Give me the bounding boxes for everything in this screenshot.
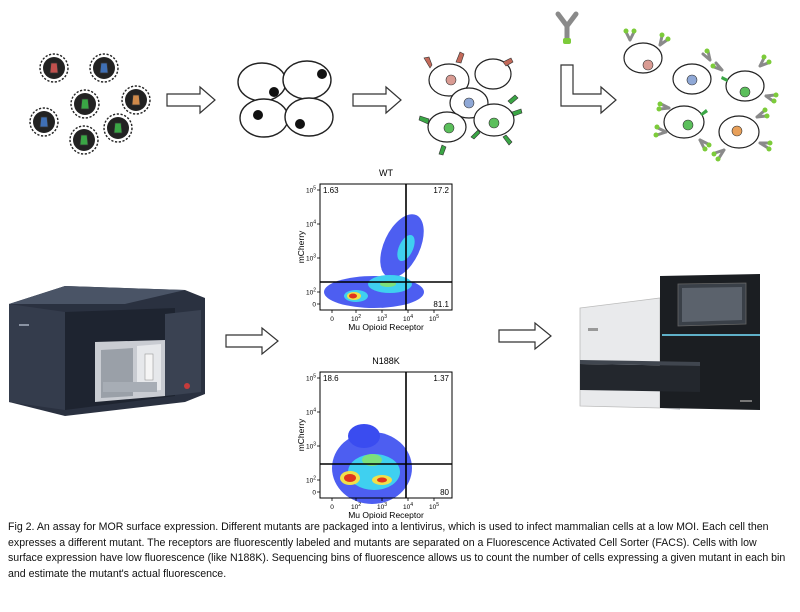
- y-tick-label: 102: [306, 476, 316, 485]
- lentivirus-icon: [39, 53, 69, 83]
- plot-title: WT: [379, 168, 393, 178]
- lentivirus-icon: [29, 107, 59, 137]
- x-tick-label: 103: [377, 314, 387, 323]
- density-plot: [320, 184, 452, 310]
- x-tick-label: 104: [403, 502, 413, 511]
- y-axis-label: mCherry: [296, 230, 306, 263]
- y-tick-label: 103: [306, 254, 316, 263]
- antibody-icon: [555, 11, 579, 44]
- quadrant-bottom-right: 81.1: [433, 300, 449, 309]
- y-tick-label: 105: [306, 186, 316, 195]
- x-tick-label: 0: [330, 504, 334, 511]
- x-tick-label: 0: [330, 316, 334, 323]
- lentivirus-icon: [70, 89, 100, 119]
- y-tick-label: 104: [306, 220, 316, 229]
- quadrant-top-left: 1.63: [323, 186, 339, 195]
- expressing-cells: [418, 51, 523, 156]
- y-tick-label: 104: [306, 408, 316, 417]
- y-tick-label: 0: [312, 302, 316, 309]
- x-axis-label: Mu Opioid Receptor: [348, 510, 424, 520]
- plot-frame: [319, 371, 453, 499]
- x-axis-label: Mu Opioid Receptor: [348, 322, 424, 332]
- facs-plot: WT 1.63 17.2 81.1 105 104 103 102 0 0 102 103 104 105…: [296, 168, 453, 332]
- x-tick-label: 104: [403, 314, 413, 323]
- x-tick-label: 102: [351, 502, 361, 511]
- y-tick-label: 0: [312, 490, 316, 497]
- plot-title: N188K: [372, 356, 400, 366]
- plot-frame: [319, 183, 453, 311]
- y-tick-label: 105: [306, 374, 316, 383]
- facs-machine-icon: [9, 286, 205, 416]
- sequencer-icon: [579, 274, 760, 410]
- x-tick-label: 105: [429, 314, 439, 323]
- y-tick-label: 103: [306, 442, 316, 451]
- y-tick-label: 102: [306, 288, 316, 297]
- density-plot: [320, 372, 452, 504]
- quadrant-top-right: 1.37: [433, 374, 449, 383]
- x-tick-label: 103: [377, 502, 387, 511]
- quadrant-top-left: 18.6: [323, 374, 339, 383]
- lentivirus-icon: [121, 85, 151, 115]
- arrow-icon: [166, 85, 216, 115]
- x-tick-label: 102: [351, 314, 361, 323]
- arrow-icon: [560, 64, 617, 115]
- figure-caption: Fig 2. An assay for MOR surface expressi…: [8, 520, 792, 582]
- quadrant-bottom-right: 80: [440, 488, 449, 497]
- arrow-icon: [352, 85, 402, 115]
- caption-text: Fig 2. An assay for MOR surface expressi…: [8, 521, 786, 580]
- arrow-icon: [225, 326, 279, 356]
- cell-group: [237, 60, 334, 138]
- labeled-cells: [623, 28, 779, 162]
- quadrant-top-right: 17.2: [433, 186, 449, 195]
- y-axis-label: mCherry: [296, 418, 306, 451]
- x-tick-label: 105: [429, 502, 439, 511]
- lentivirus-icon: [103, 113, 133, 143]
- lentivirus-icon: [69, 125, 99, 155]
- assay-schematic: [29, 11, 779, 162]
- lentivirus-icon: [89, 53, 119, 83]
- arrow-icon: [498, 321, 552, 351]
